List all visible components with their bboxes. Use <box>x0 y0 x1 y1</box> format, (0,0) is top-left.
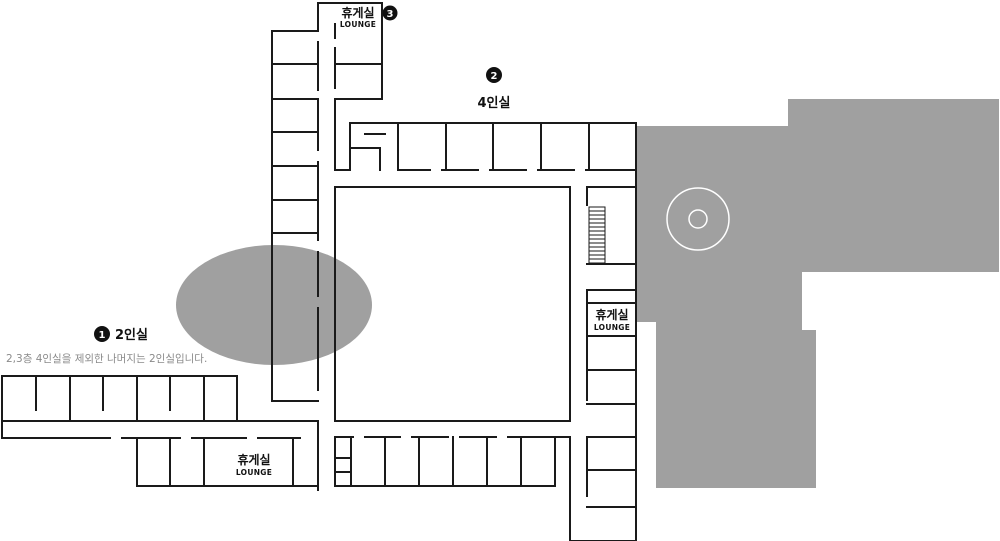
lounge-right-en: LOUNGE <box>594 323 630 332</box>
two-person-title: 2인실 <box>115 327 148 343</box>
lounge-top-label: 휴게실 LOUNGE 3 <box>340 5 398 29</box>
lounge-right-ko: 휴게실 <box>595 307 628 322</box>
circle-marker-icon <box>666 187 730 251</box>
lounge-top-ko: 휴게실 <box>341 5 374 20</box>
lounge-right-label: 휴게실 LOUNGE <box>594 307 630 332</box>
badge-3 <box>382 5 398 21</box>
lounge-bottom-en: LOUNGE <box>236 468 272 477</box>
badge-2 <box>486 67 502 83</box>
four-person-label: 2 4인실 <box>478 67 511 111</box>
walls <box>1 2 637 541</box>
two-person-label: 1 2인실 2,3층 4인실을 제외한 나머지는 2인실입니다. <box>6 326 207 365</box>
badge-1 <box>94 326 110 342</box>
badge-3-number: 3 <box>387 9 394 20</box>
outside-areas <box>176 99 999 488</box>
lounge-bottom-ko: 휴게실 <box>237 452 270 467</box>
four-person-title: 4인실 <box>478 95 511 111</box>
two-person-note: 2,3층 4인실을 제외한 나머지는 2인실입니다. <box>6 352 207 365</box>
staircase-icon <box>588 206 606 264</box>
lounge-bottom-label: 휴게실 LOUNGE <box>236 452 272 477</box>
adjacent-building-shape <box>636 99 999 488</box>
badge-2-number: 2 <box>491 71 498 82</box>
lounge-top-en: LOUNGE <box>340 20 376 29</box>
badge-1-number: 1 <box>99 330 106 341</box>
courtyard-garden-shape <box>176 245 372 365</box>
